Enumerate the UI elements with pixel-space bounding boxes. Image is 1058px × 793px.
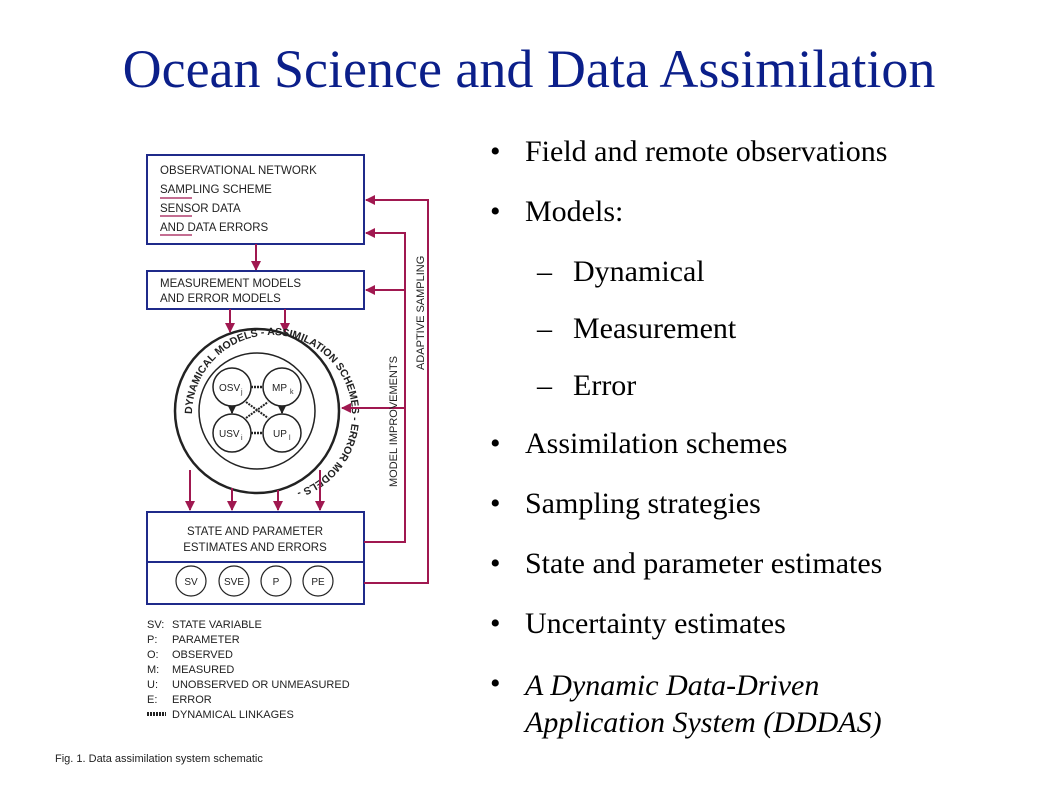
bullet-text: Field and remote observations — [525, 135, 888, 168]
legend-code: P: — [147, 634, 157, 646]
box1-line: SENSOR DATA — [160, 203, 241, 215]
bullet-text: Uncertainty estimates — [525, 607, 786, 640]
legend-code: SV: — [147, 619, 164, 631]
bullet-glyph: • — [490, 667, 501, 700]
output-label: SVE — [224, 577, 244, 588]
dash-glyph: – — [537, 255, 552, 288]
legend-desc: PARAMETER — [172, 634, 240, 646]
sub-bullet-text: Error — [573, 369, 637, 402]
box3-line: ESTIMATES AND ERRORS — [183, 542, 327, 554]
legend-code: U: — [147, 679, 158, 691]
node-subscript: j — [240, 389, 243, 396]
sub-bullet-text: Dynamical — [573, 255, 705, 288]
model-improvements-loop — [364, 228, 406, 543]
legend-desc: UNOBSERVED OR UNMEASURED — [172, 679, 350, 691]
bullet-glyph: • — [490, 607, 501, 640]
box2-line: AND ERROR MODELS — [160, 293, 281, 305]
ring-label: DYNAMICAL MODELS - ASSIMILATION SCHEMES … — [183, 326, 361, 500]
assimilation-circle — [173, 327, 341, 495]
output-sv — [175, 565, 207, 597]
box1-line: OBSERVATIONAL NETWORK — [160, 165, 317, 177]
box2-line: MEASUREMENT MODELS — [160, 278, 301, 290]
figure-caption: Fig. 1. Data assimilation system schemat… — [55, 753, 263, 765]
linkage — [245, 401, 269, 419]
legend-desc: OBSERVED — [172, 649, 233, 661]
box1-line: SAMPLING SCHEME — [160, 184, 272, 196]
node-up — [262, 413, 302, 453]
bullet-glyph: • — [490, 427, 501, 460]
node-label: OSV — [219, 383, 240, 394]
node-subscript: i — [241, 435, 243, 442]
adaptive-sampling-loop — [364, 195, 429, 584]
box3-line: STATE AND PARAMETER — [187, 526, 323, 538]
legend-desc: STATE VARIABLE — [172, 619, 262, 631]
legend-code: O: — [147, 649, 159, 661]
output-pe — [302, 565, 334, 597]
legend-code: M: — [147, 664, 159, 676]
state-estimates-box — [146, 511, 365, 605]
output-label: PE — [311, 577, 325, 588]
node-label: USV — [219, 429, 240, 440]
slide-title: Ocean Science and Data Assimilation — [122, 39, 936, 99]
bullet-text-line1: A Dynamic Data-Driven — [525, 669, 820, 702]
bullet-glyph: • — [490, 487, 501, 520]
measurement-models-box — [146, 270, 365, 310]
bullet-text: Assimilation schemes — [525, 427, 788, 460]
adaptive-sampling-label: ADAPTIVE SAMPLING — [415, 256, 427, 370]
output-label: P — [273, 577, 280, 588]
node-label: UP — [273, 429, 287, 440]
node-subscript: k — [290, 389, 294, 396]
bullet-text-line2: Application System (DDDAS) — [525, 706, 882, 739]
node-label: MP — [272, 383, 287, 394]
legend-desc: DYNAMICAL LINKAGES — [172, 709, 294, 721]
bullet-glyph: • — [490, 135, 501, 168]
node-subscript: l — [289, 435, 291, 442]
legend-desc: ERROR — [172, 694, 212, 706]
bullet-text: Sampling strategies — [525, 487, 761, 520]
assimilation-inner-circle — [198, 352, 316, 470]
dash-glyph: – — [537, 312, 552, 345]
sub-bullet-text: Measurement — [573, 312, 737, 345]
bullet-glyph: • — [490, 547, 501, 580]
output-sve — [218, 565, 250, 597]
legend-code: E: — [147, 694, 157, 706]
bullet-text: Models: — [525, 195, 624, 228]
legend-desc: MEASURED — [172, 664, 234, 676]
model-improvements-label: MODEL IMPROVEMENTS — [388, 356, 400, 487]
bullet-text: State and parameter estimates — [525, 547, 883, 580]
output-p — [260, 565, 292, 597]
bullet-glyph: • — [490, 195, 501, 228]
dash-glyph: – — [537, 369, 552, 402]
box1-line: AND DATA ERRORS — [160, 222, 269, 234]
output-label: SV — [184, 577, 198, 588]
